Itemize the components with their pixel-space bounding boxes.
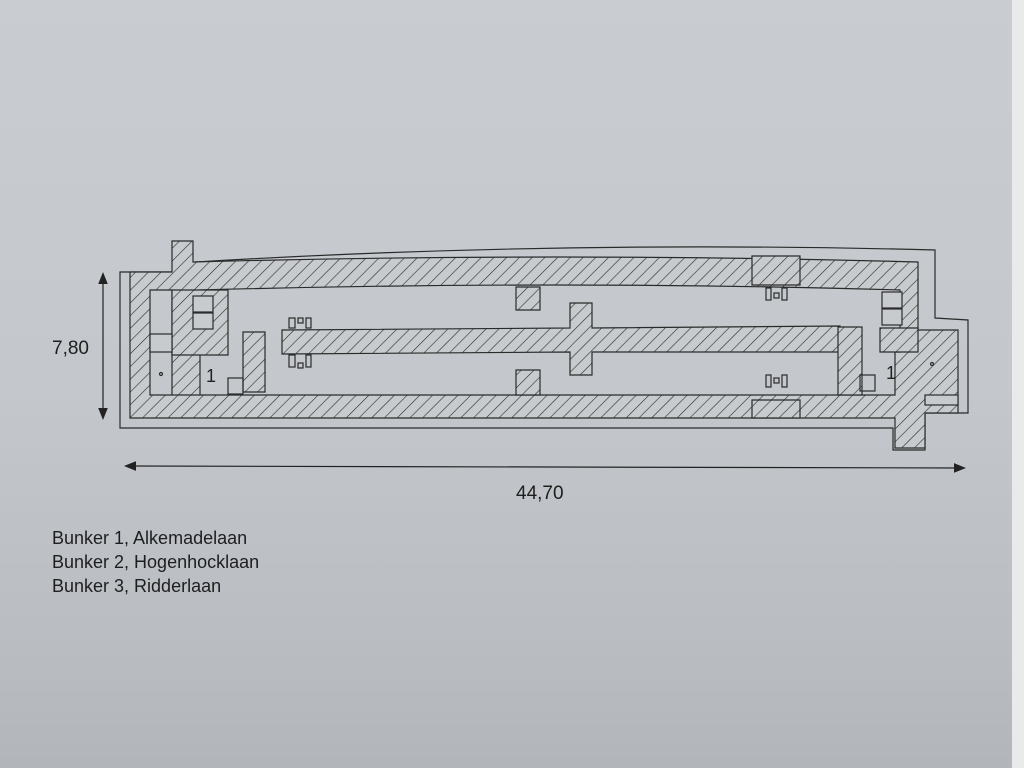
right-block [837,326,863,396]
outer-wall [129,240,959,449]
legend-item: Bunker 3, Ridderlaan [52,576,222,596]
right-wall-block [879,327,919,353]
legend-item: Bunker 1, Alkemadelaan [52,528,248,548]
central-spine [281,302,841,376]
legend-item: Bunker 2, Hogenhocklaan [52,552,260,572]
room-label-right: 1 [886,363,896,383]
bunker-legend: Bunker 1, Alkemadelaan Bunker 2, Hogenho… [52,526,259,598]
top-buttress [515,286,541,311]
outer-boundary [119,246,969,451]
height-dimension-label: 7,80 [52,338,89,359]
page-edge [1012,0,1024,768]
bottom-right-niche [751,399,801,419]
room-label-left: 1 [206,366,216,386]
bottom-buttress [515,369,541,396]
width-dimension-arrow [124,461,966,473]
top-right-niche [751,255,801,286]
left-chamber-wall [242,331,266,393]
width-dimension-label: 44,70 [516,483,564,504]
